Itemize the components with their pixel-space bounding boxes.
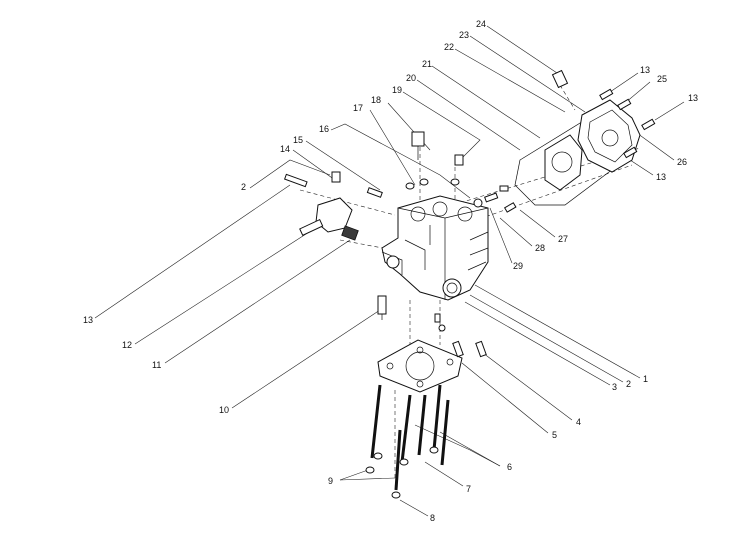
callout-19: 19 bbox=[392, 85, 402, 95]
head-cover-23 bbox=[577, 99, 641, 173]
callout-2-bottom: 2 bbox=[626, 379, 631, 389]
valve-parts bbox=[283, 131, 464, 198]
callouts: 24 23 22 21 20 19 18 17 16 15 14 2 13 25… bbox=[83, 19, 698, 523]
sensor-24 bbox=[551, 69, 569, 89]
callout-25: 25 bbox=[657, 74, 667, 84]
thermostat-housing bbox=[299, 197, 359, 241]
callout-26: 26 bbox=[677, 157, 687, 167]
leader-lines bbox=[94, 25, 685, 517]
callout-3: 3 bbox=[612, 382, 617, 392]
callout-27: 27 bbox=[558, 234, 568, 244]
callout-14: 14 bbox=[280, 144, 290, 154]
small-parts-27-29 bbox=[473, 185, 517, 213]
head-gasket bbox=[377, 339, 463, 393]
callout-13-top: 13 bbox=[640, 65, 650, 75]
callout-24: 24 bbox=[476, 19, 486, 29]
cover-bolts bbox=[599, 88, 656, 159]
callout-22: 22 bbox=[444, 42, 454, 52]
callout-28: 28 bbox=[535, 243, 545, 253]
callout-2-top: 2 bbox=[241, 182, 246, 192]
callout-16: 16 bbox=[319, 124, 329, 134]
callout-12: 12 bbox=[122, 340, 132, 350]
callout-18: 18 bbox=[371, 95, 381, 105]
callout-17: 17 bbox=[353, 103, 363, 113]
callout-20: 20 bbox=[406, 73, 416, 83]
callout-7: 7 bbox=[466, 484, 471, 494]
callout-29: 29 bbox=[513, 261, 523, 271]
callout-13-mid: 13 bbox=[656, 172, 666, 182]
callout-6: 6 bbox=[507, 462, 512, 472]
callout-10: 10 bbox=[219, 405, 229, 415]
callout-9: 9 bbox=[328, 476, 333, 486]
studs bbox=[365, 384, 450, 499]
callout-23: 23 bbox=[459, 30, 469, 40]
callout-21: 21 bbox=[422, 59, 432, 69]
callout-4: 4 bbox=[576, 417, 581, 427]
callout-5: 5 bbox=[552, 430, 557, 440]
cover-plate-21 bbox=[544, 134, 583, 191]
callout-11: 11 bbox=[152, 360, 161, 370]
callout-13-left: 13 bbox=[83, 315, 93, 325]
callout-13-right: 13 bbox=[688, 93, 698, 103]
callout-1: 1 bbox=[643, 374, 648, 384]
dowel-pins bbox=[434, 313, 487, 358]
cylinder-head bbox=[381, 195, 489, 301]
spark-plug bbox=[377, 295, 387, 320]
callout-15: 15 bbox=[293, 135, 303, 145]
callout-8: 8 bbox=[430, 513, 435, 523]
